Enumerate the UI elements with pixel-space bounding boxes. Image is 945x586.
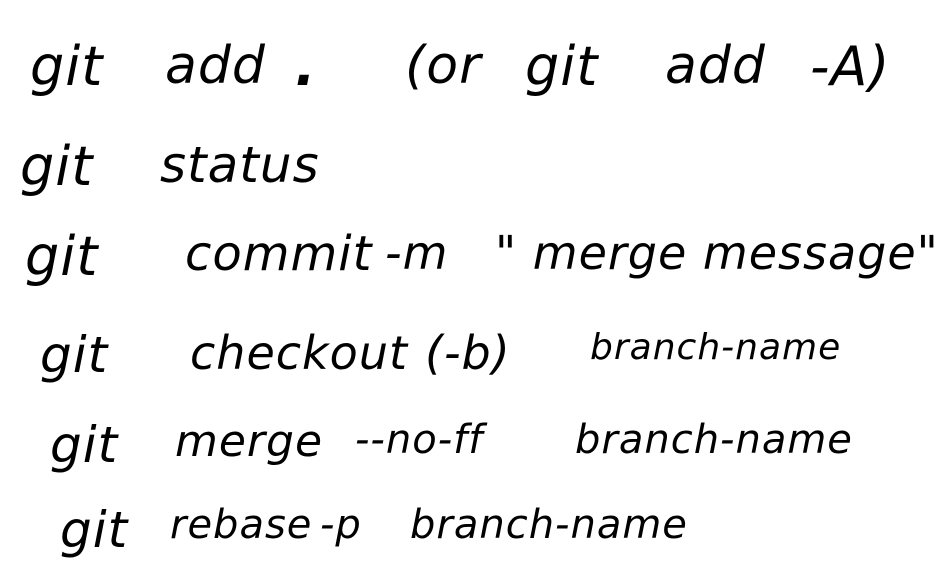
arg-word: merge — [175, 416, 324, 467]
message-word: " merge message" — [495, 226, 939, 280]
alt-note: (or — [405, 36, 482, 96]
note-line-git-rebase: git rebase -p branch-name — [0, 505, 945, 575]
note-line-git-add: git add . (or git add -A) — [0, 40, 945, 110]
dot-mark: . — [295, 35, 317, 98]
cmd-word: git — [25, 225, 99, 288]
note-line-git-status: git status — [0, 140, 945, 210]
cmd-word: git — [20, 135, 94, 198]
branch-name: branch-name — [410, 502, 688, 548]
flag-word: (-b) — [425, 326, 511, 380]
arg-word: rebase — [170, 502, 313, 548]
arg-word: commit — [185, 226, 373, 282]
arg-word: add — [165, 36, 266, 96]
note-line-git-merge: git merge --no-ff branch-name — [0, 420, 945, 490]
cmd-word-alt: git — [525, 35, 599, 98]
cmd-word: git — [60, 501, 129, 559]
arg-word: status — [160, 136, 320, 194]
note-line-git-checkout: git checkout (-b) branch-name — [0, 330, 945, 400]
branch-name: branch-name — [590, 327, 842, 368]
cmd-word: git — [30, 35, 104, 98]
flag-word: -m — [385, 226, 449, 280]
note-line-git-commit: git commit -m " merge message" — [0, 230, 945, 300]
flag-word: -p — [320, 502, 362, 548]
flag-word: --no-ff — [355, 417, 484, 463]
arg-word: checkout — [190, 326, 409, 380]
arg-word-alt: add — [665, 36, 766, 96]
cmd-word: git — [40, 326, 109, 384]
cmd-word: git — [50, 416, 119, 474]
branch-name: branch-name — [575, 417, 853, 463]
flag-word: -A) — [810, 35, 891, 98]
